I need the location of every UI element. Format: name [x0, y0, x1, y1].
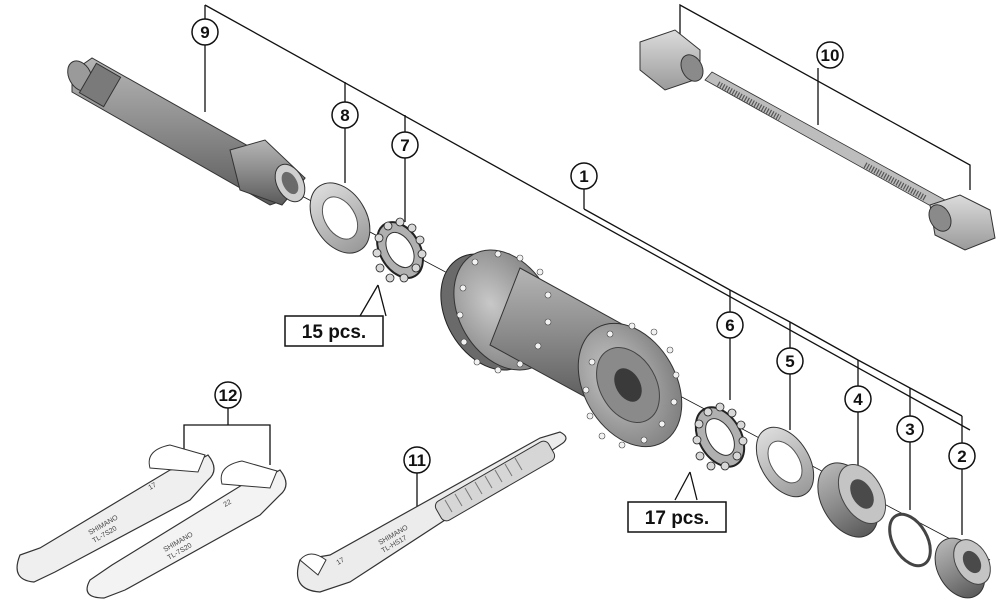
svg-text:8: 8	[340, 106, 349, 125]
wrench12-size-front: 22	[223, 499, 233, 509]
svg-text:11: 11	[408, 451, 426, 470]
callout-3: 3	[896, 415, 924, 443]
part-5-washer	[755, 426, 815, 498]
svg-text:10: 10	[821, 46, 840, 65]
svg-text:7: 7	[400, 136, 409, 155]
callout-11: 11	[403, 446, 431, 474]
part-6-bearing-retainer	[692, 402, 748, 471]
svg-text:17 pcs.: 17 pcs.	[645, 508, 709, 529]
svg-text:15 pcs.: 15 pcs.	[302, 322, 366, 343]
part-2-lock-nut	[934, 537, 991, 599]
part-9-axle-sleeve	[67, 57, 306, 206]
svg-text:4: 4	[853, 390, 863, 409]
svg-text:2: 2	[957, 447, 966, 466]
part-3-o-ring	[888, 512, 932, 568]
callout-8: 8	[331, 101, 359, 129]
callout-1: 1	[570, 162, 598, 190]
callout-6: 6	[716, 311, 744, 339]
callout-9: 9	[191, 18, 219, 46]
part-1-hub-body	[440, 249, 683, 449]
svg-text:1: 1	[579, 167, 588, 186]
callout-12: 12	[214, 381, 242, 409]
callout-2: 2	[948, 442, 976, 470]
callout-7: 7	[391, 131, 419, 159]
qty-label-15: 15 pcs.	[284, 315, 384, 347]
svg-text:9: 9	[200, 23, 209, 42]
callout-5: 5	[776, 347, 804, 375]
callout-4: 4	[844, 385, 872, 413]
part-8-washer	[309, 182, 371, 254]
wrench12-size-back: 17	[148, 482, 158, 492]
part-7-bearing-retainer	[372, 217, 427, 283]
qty-label-17: 17 pcs.	[627, 501, 727, 533]
callouts: 9 8 7 1 6 5 4 3	[191, 18, 976, 474]
part-11-cone-wrench: SHIMANO TL-HS17 17	[296, 431, 567, 593]
wrench11-size: 17	[336, 557, 346, 567]
svg-text:6: 6	[725, 316, 734, 335]
part-4-cone	[817, 462, 887, 538]
part-10-axle-assembly	[639, 29, 996, 251]
svg-text:5: 5	[785, 352, 794, 371]
svg-text:3: 3	[905, 420, 914, 439]
part-12-wrench-set: SHIMANO TL-7S20 17 SHIMANO TL-7S20 22	[16, 444, 287, 599]
callout-10: 10	[816, 41, 844, 69]
svg-text:12: 12	[219, 386, 238, 405]
